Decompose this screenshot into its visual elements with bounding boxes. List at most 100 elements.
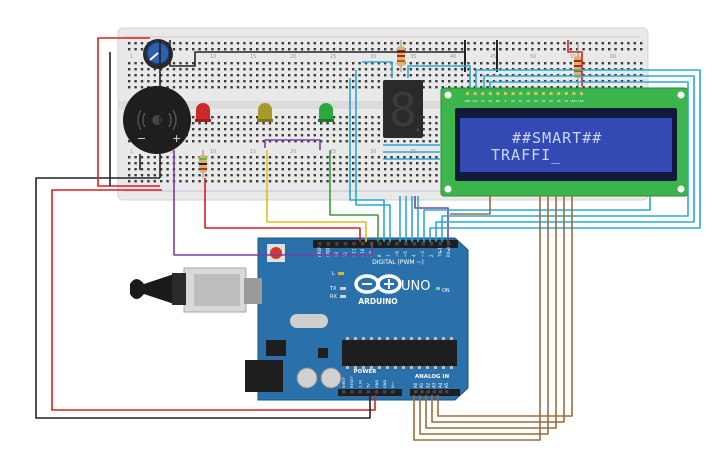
digital-pin[interactable] <box>447 242 451 246</box>
analog-pin[interactable] <box>445 390 449 394</box>
breadboard-column-number: 35 <box>410 54 416 60</box>
wire-gnd[interactable] <box>35 177 371 419</box>
lcd-pin[interactable] <box>580 92 583 95</box>
lcd-pin[interactable] <box>473 92 477 95</box>
lcd-pin[interactable] <box>504 92 507 95</box>
digital-pin[interactable] <box>438 242 442 246</box>
analog-pin[interactable] <box>420 390 424 394</box>
wire-brown-a1[interactable] <box>419 196 549 435</box>
breadboard-hole <box>320 62 323 65</box>
breadboard-hole <box>211 74 214 77</box>
breadboard-hole <box>256 68 259 71</box>
wire-brown[interactable] <box>450 196 491 215</box>
power-pin[interactable] <box>383 390 387 394</box>
digital-pin[interactable] <box>404 242 408 246</box>
breadboard-hole <box>454 80 457 83</box>
resistor[interactable] <box>199 150 207 178</box>
piezo-buzzer[interactable]: − + <box>123 86 191 154</box>
lcd-pin[interactable] <box>466 92 469 95</box>
dc-power-jack[interactable] <box>245 360 283 392</box>
wire-cyan-lcd[interactable] <box>423 196 651 242</box>
breadboard-column-number: 1 <box>130 149 133 155</box>
lcd-pin[interactable] <box>519 92 523 95</box>
lcd-pin[interactable] <box>542 92 545 95</box>
power-pin[interactable] <box>374 390 379 394</box>
wire-brown-a2[interactable] <box>425 196 557 429</box>
digital-pin[interactable] <box>335 242 339 246</box>
power-pin-label: IOREF <box>342 377 346 388</box>
analog-pin[interactable] <box>414 390 418 394</box>
digital-pin[interactable] <box>326 242 331 246</box>
potentiometer[interactable] <box>143 39 173 69</box>
digital-pin[interactable] <box>412 242 417 246</box>
wire-cyan-lcd[interactable] <box>429 69 701 242</box>
lcd-pin[interactable] <box>572 92 576 95</box>
wire-cyan[interactable] <box>355 70 391 242</box>
wire-pot-vcc[interactable] <box>97 37 160 187</box>
wire-green-led[interactable] <box>329 150 379 242</box>
digital-pin[interactable] <box>352 242 356 246</box>
breadboard-hole <box>294 180 297 183</box>
reset-button[interactable] <box>270 247 282 259</box>
lcd-pin[interactable] <box>488 92 492 95</box>
lcd-pin[interactable] <box>557 92 561 95</box>
digital-pin[interactable] <box>343 242 348 246</box>
digital-pin[interactable] <box>386 242 391 246</box>
lcd-pin[interactable] <box>526 92 530 95</box>
breadboard-hole <box>326 86 329 89</box>
breadboard-hole <box>230 180 233 183</box>
resistor[interactable] <box>397 40 405 72</box>
led-red[interactable] <box>195 103 211 122</box>
breadboard-hole <box>480 86 483 89</box>
digital-pin[interactable] <box>378 242 382 246</box>
breadboard-hole <box>224 86 227 89</box>
wire-purple[interactable] <box>264 139 321 150</box>
lcd-pin[interactable] <box>511 92 515 95</box>
power-pin[interactable] <box>391 390 395 394</box>
wire-brown-a4[interactable] <box>437 196 573 417</box>
breadboard-hole <box>268 156 272 159</box>
wire-cyan-lcd[interactable] <box>441 81 689 242</box>
lcd-mount-hole <box>444 91 452 99</box>
digital-pin[interactable] <box>361 242 365 246</box>
seven-segment-dot <box>416 128 420 132</box>
resistor[interactable] <box>574 42 582 86</box>
lcd-pin[interactable] <box>481 92 485 95</box>
wire-brown-a0[interactable] <box>413 196 541 441</box>
wire-yellow-led[interactable] <box>266 150 367 242</box>
wire-5v[interactable] <box>51 189 376 411</box>
power-pin[interactable] <box>342 390 346 394</box>
wire-cyan[interactable] <box>362 61 393 78</box>
wire-led-plus[interactable] <box>567 40 583 86</box>
digital-pin[interactable] <box>318 242 322 246</box>
breadboard-column-number: 30 <box>370 149 376 155</box>
digital-pin[interactable] <box>429 242 434 246</box>
digital-pin[interactable] <box>421 242 425 246</box>
power-pin[interactable] <box>366 390 371 394</box>
analog-pin[interactable] <box>432 390 437 394</box>
lcd-pin[interactable] <box>564 92 568 95</box>
analog-pin[interactable] <box>426 390 430 394</box>
arduino-uno-board[interactable]: ARDUINO UNO DIGITAL (PWM ~) ANALOG IN PO… <box>130 237 469 401</box>
lcd-pin[interactable] <box>549 92 553 95</box>
power-pin[interactable] <box>358 390 362 394</box>
breadboard-hole <box>249 122 252 125</box>
lcd-pin[interactable] <box>534 92 538 95</box>
wire-cyan-lcd[interactable] <box>435 75 695 242</box>
led-green[interactable] <box>318 103 334 122</box>
power-pin[interactable] <box>350 390 354 394</box>
analog-pin[interactable] <box>438 390 443 394</box>
wire-buzzer-signal[interactable] <box>173 150 373 256</box>
wire-cyan[interactable] <box>349 78 385 242</box>
wire-cyan[interactable] <box>407 65 471 88</box>
wire-red-led[interactable] <box>204 178 361 242</box>
wire-brown-a3[interactable] <box>431 196 565 423</box>
breadboard-hole <box>544 42 547 45</box>
breadboard-hole <box>288 156 291 159</box>
led-yellow[interactable] <box>257 103 273 122</box>
wire-purple[interactable] <box>414 196 449 242</box>
digital-pin[interactable] <box>395 242 399 246</box>
lcd-pin[interactable] <box>496 92 500 95</box>
seven-segment-display[interactable]: 8 <box>383 80 423 138</box>
